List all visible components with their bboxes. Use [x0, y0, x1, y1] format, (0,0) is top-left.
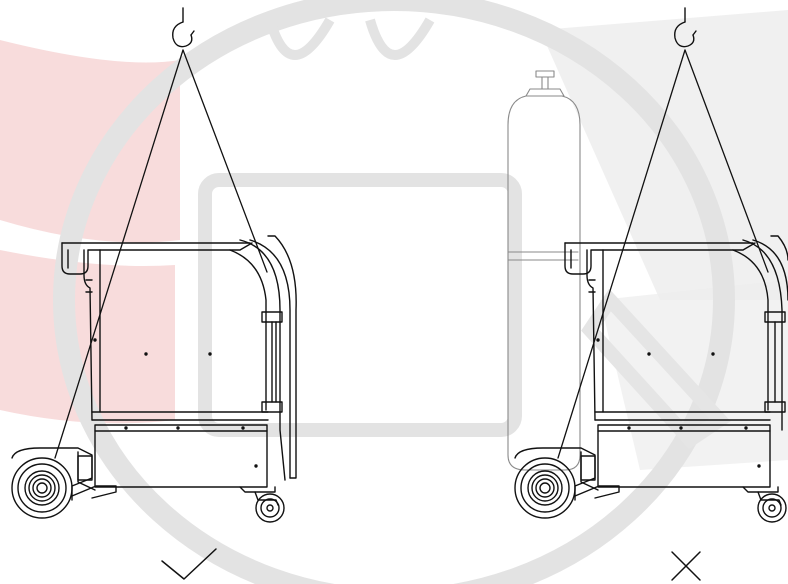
lower-cabinet: [597, 424, 771, 488]
front-wheel: [514, 447, 620, 519]
lower-cabinet: [94, 424, 268, 488]
machine-body: [586, 249, 771, 421]
rear-handle: [239, 235, 297, 481]
top-frame: [564, 242, 756, 275]
incorrect-lifting-panel: [507, 7, 788, 581]
rear-caster: [239, 486, 285, 523]
front-wheel: [11, 447, 117, 519]
crane-hook-icon: [172, 7, 195, 48]
cross-icon: [671, 551, 701, 581]
lifting-chains: [54, 49, 268, 459]
crane-hook-icon: [674, 7, 697, 48]
machine-body: [83, 249, 269, 421]
gas-cylinder: [507, 70, 581, 471]
lifting-chains: [557, 49, 769, 459]
rear-caster: [742, 486, 787, 523]
check-icon: [161, 548, 217, 580]
correct-lifting-panel: [11, 7, 297, 580]
top-frame: [61, 242, 253, 275]
